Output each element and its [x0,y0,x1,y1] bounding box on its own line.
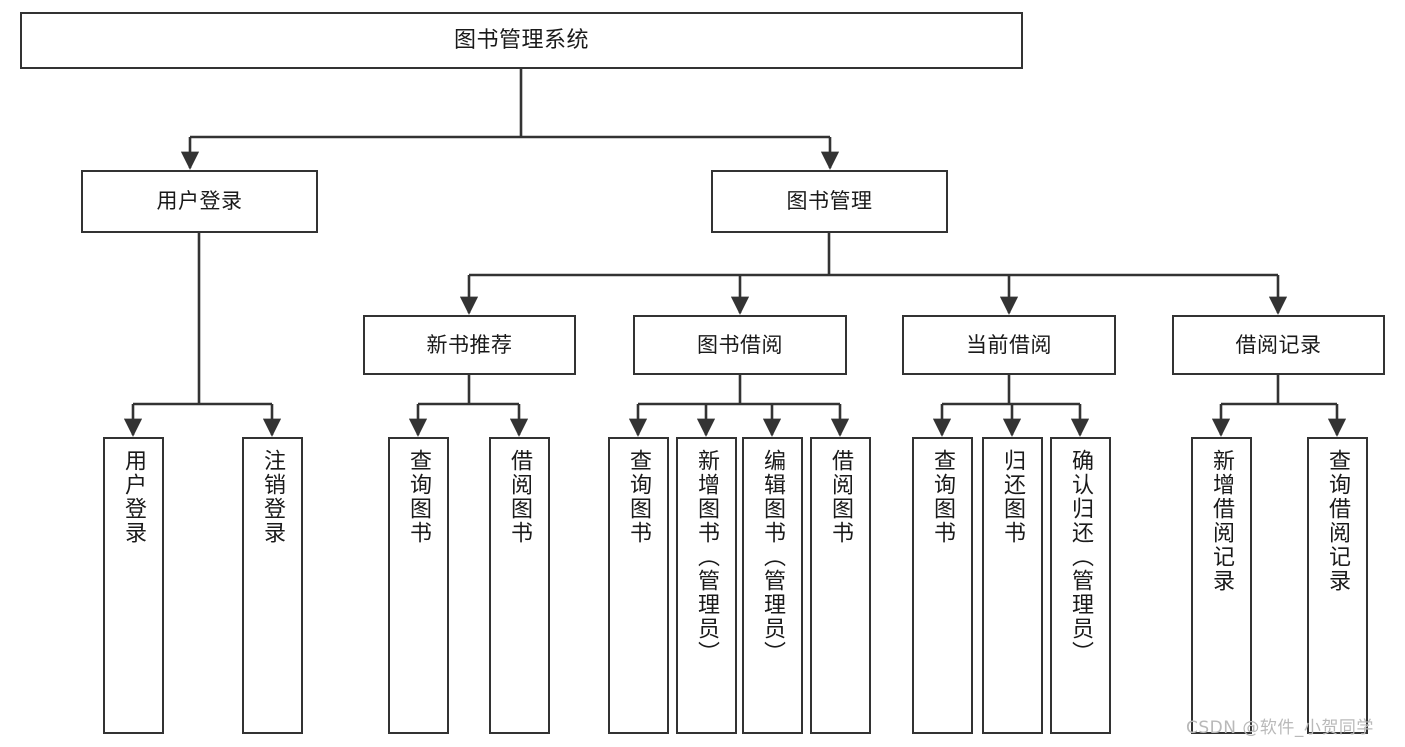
node-label: 当前借阅 [966,332,1052,357]
node-leaf-edit-book[interactable]: 编辑图书（管理员） [742,437,803,734]
node-leaf-user-login[interactable]: 用户登录 [103,437,164,734]
node-label: 注销登录 [260,449,286,545]
node-label: 新书推荐 [426,332,513,357]
node-label: 图书管理系统 [453,27,589,53]
node-label: 借阅图书 [507,449,533,545]
node-leaf-add-book[interactable]: 新增图书（管理员） [676,437,737,734]
node-label: 编辑图书（管理员） [760,449,786,665]
node-leaf-query-record[interactable]: 查询借阅记录 [1307,437,1368,734]
node-current-borrow[interactable]: 当前借阅 [902,315,1116,375]
node-label: 新增图书（管理员） [694,449,720,665]
node-label: 借阅图书 [828,449,854,545]
node-label: 查询借阅记录 [1325,449,1351,593]
node-leaf-query-book-1[interactable]: 查询图书 [388,437,449,734]
node-leaf-query-book-3[interactable]: 查询图书 [912,437,973,734]
node-label: 借阅记录 [1235,332,1322,357]
node-book-borrow[interactable]: 图书借阅 [633,315,847,375]
node-leaf-borrow-book-1[interactable]: 借阅图书 [489,437,550,734]
node-new-book-recommend[interactable]: 新书推荐 [363,315,576,375]
watermark-text: CSDN @软件_小贺同学 [1186,718,1374,738]
node-leaf-borrow-book-2[interactable]: 借阅图书 [810,437,871,734]
node-label: 图书借阅 [697,332,783,357]
node-leaf-confirm-return[interactable]: 确认归还（管理员） [1050,437,1111,734]
node-root-system[interactable]: 图书管理系统 [20,12,1023,69]
node-label: 确认归还（管理员） [1068,449,1094,665]
node-label: 查询图书 [626,449,652,545]
node-leaf-add-record[interactable]: 新增借阅记录 [1191,437,1252,734]
node-label: 查询图书 [930,449,956,545]
node-label: 用户登录 [156,189,243,214]
node-label: 新增借阅记录 [1209,449,1235,593]
node-label: 归还图书 [1000,449,1026,545]
node-leaf-logout-login[interactable]: 注销登录 [242,437,303,734]
node-label: 图书管理 [786,189,873,214]
node-book-management[interactable]: 图书管理 [711,170,948,233]
node-borrow-record[interactable]: 借阅记录 [1172,315,1385,375]
node-label: 查询图书 [406,449,432,545]
node-user-login[interactable]: 用户登录 [81,170,318,233]
node-label: 用户登录 [121,449,147,545]
node-leaf-return-book[interactable]: 归还图书 [982,437,1043,734]
node-leaf-query-book-2[interactable]: 查询图书 [608,437,669,734]
